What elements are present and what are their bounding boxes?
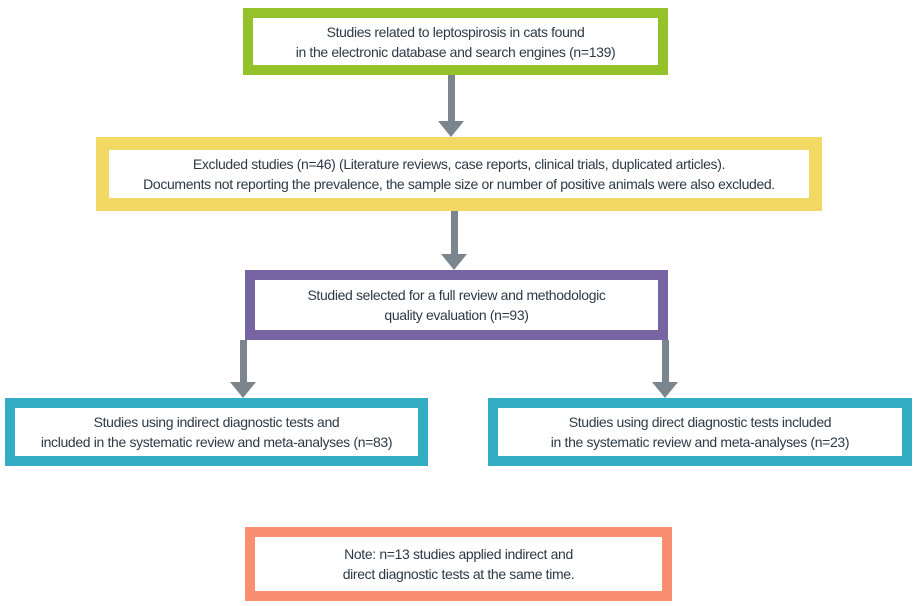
box-full-review: Studied selected for a full review and m… <box>245 270 668 340</box>
box-note-text: Note: n=13 studies applied indirect and … <box>343 544 575 584</box>
box-excluded-studies-text: Excluded studies (n=46) (Literature revi… <box>143 154 775 194</box>
arrow-shaft <box>661 340 669 382</box>
text-line: Studies using indirect diagnostic tests … <box>93 414 340 430</box>
down-arrow-icon <box>438 75 464 137</box>
down-arrow-icon <box>441 211 467 270</box>
arrow-head <box>441 254 467 270</box>
text-line: quality evaluation (n=93) <box>384 307 529 323</box>
box-direct-tests-text: Studies using direct diagnostic tests in… <box>550 412 850 452</box>
arrow-shaft <box>447 75 455 121</box>
text-line: in the systematic review and meta-analys… <box>550 434 850 450</box>
box-note: Note: n=13 studies applied indirect and … <box>245 527 672 601</box>
box-excluded-studies: Excluded studies (n=46) (Literature revi… <box>96 137 822 211</box>
text-line: Studied selected for a full review and m… <box>307 287 606 303</box>
down-arrow-icon <box>652 340 678 398</box>
arrow-shaft <box>450 211 458 254</box>
text-line: Excluded studies (n=46) (Literature revi… <box>192 156 726 172</box>
text-line: direct diagnostic tests at the same time… <box>342 566 575 582</box>
arrow-head <box>230 382 256 398</box>
box-direct-tests: Studies using direct diagnostic tests in… <box>488 398 912 466</box>
text-line: Studies using direct diagnostic tests in… <box>568 414 832 430</box>
arrow-head <box>652 382 678 398</box>
text-line: Studies related to leptospirosis in cats… <box>326 23 585 40</box>
box-identification-text: Studies related to leptospirosis in cats… <box>296 22 616 62</box>
down-arrow-icon <box>230 340 256 398</box>
text-line: included in the systematic review and me… <box>40 434 393 450</box>
arrow-shaft <box>239 340 247 382</box>
box-identification: Studies related to leptospirosis in cats… <box>243 8 668 75</box>
text-line: in the electronic database and search en… <box>295 43 616 60</box>
box-indirect-tests: Studies using indirect diagnostic tests … <box>5 398 428 466</box>
arrow-head <box>438 121 464 137</box>
text-line: Documents not reporting the prevalence, … <box>143 176 775 192</box>
box-indirect-tests-text: Studies using indirect diagnostic tests … <box>40 412 393 452</box>
text-line: Note: n=13 studies applied indirect and <box>344 546 573 562</box>
box-full-review-text: Studied selected for a full review and m… <box>307 285 605 325</box>
